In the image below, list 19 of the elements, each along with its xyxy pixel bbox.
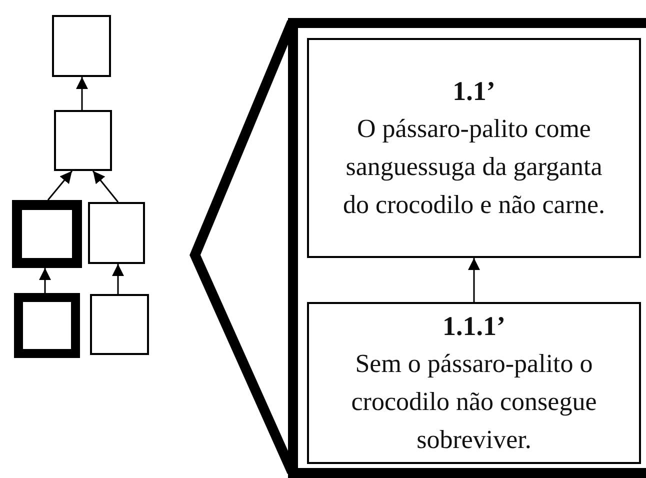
- empty-box: [52, 15, 111, 77]
- zoom-frame: [288, 18, 646, 478]
- arrow: [468, 258, 480, 302]
- text-box: [307, 38, 641, 258]
- arrow: [47, 170, 73, 200]
- arrow: [76, 77, 88, 110]
- text-box: [307, 302, 641, 464]
- arrow: [39, 268, 51, 293]
- empty-box: [54, 110, 112, 171]
- empty-box: [14, 293, 80, 358]
- arrow: [92, 170, 119, 202]
- empty-box: [12, 200, 82, 268]
- box-text: Sem o pássaro-palito o crocodilo não consegue sobreviver.: [350, 348, 598, 456]
- box-heading: 1.1.1’: [442, 310, 506, 343]
- empty-box: [90, 294, 149, 355]
- box-heading: 1.1’: [452, 75, 496, 108]
- arrow: [112, 264, 124, 294]
- box-text: O pássaro-palito come sanguessuga da garganta do crocodilo e não carne.: [342, 113, 606, 221]
- empty-box: [88, 202, 145, 264]
